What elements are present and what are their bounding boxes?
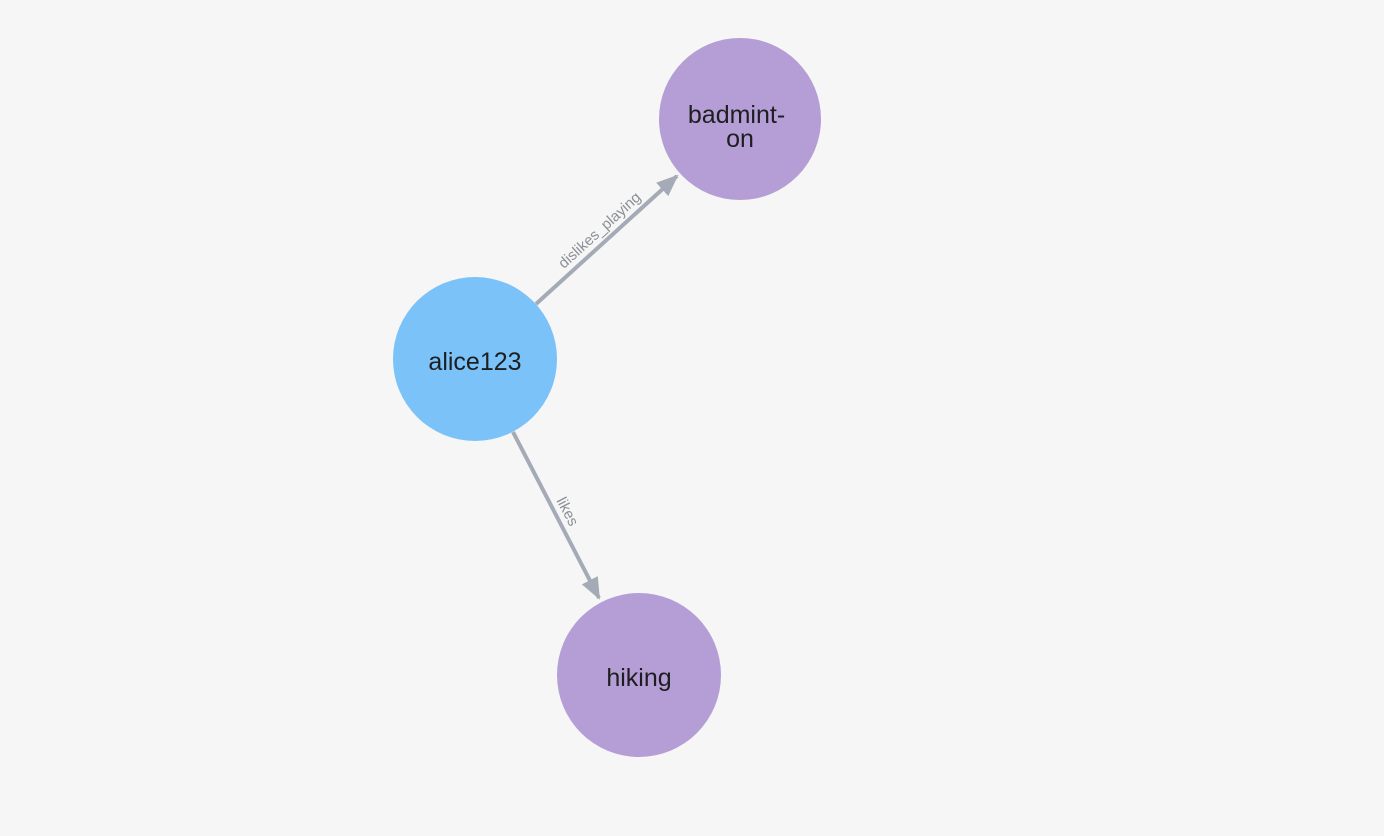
edge-line <box>534 174 679 306</box>
edge-line <box>511 431 601 600</box>
node-alice123[interactable]: alice123 <box>393 277 557 441</box>
node-circle <box>659 38 821 200</box>
node-badminton[interactable]: badmint- on <box>659 38 821 200</box>
node-circle <box>557 593 721 757</box>
node-hiking[interactable]: hiking <box>557 593 721 757</box>
node-circle <box>393 277 557 441</box>
